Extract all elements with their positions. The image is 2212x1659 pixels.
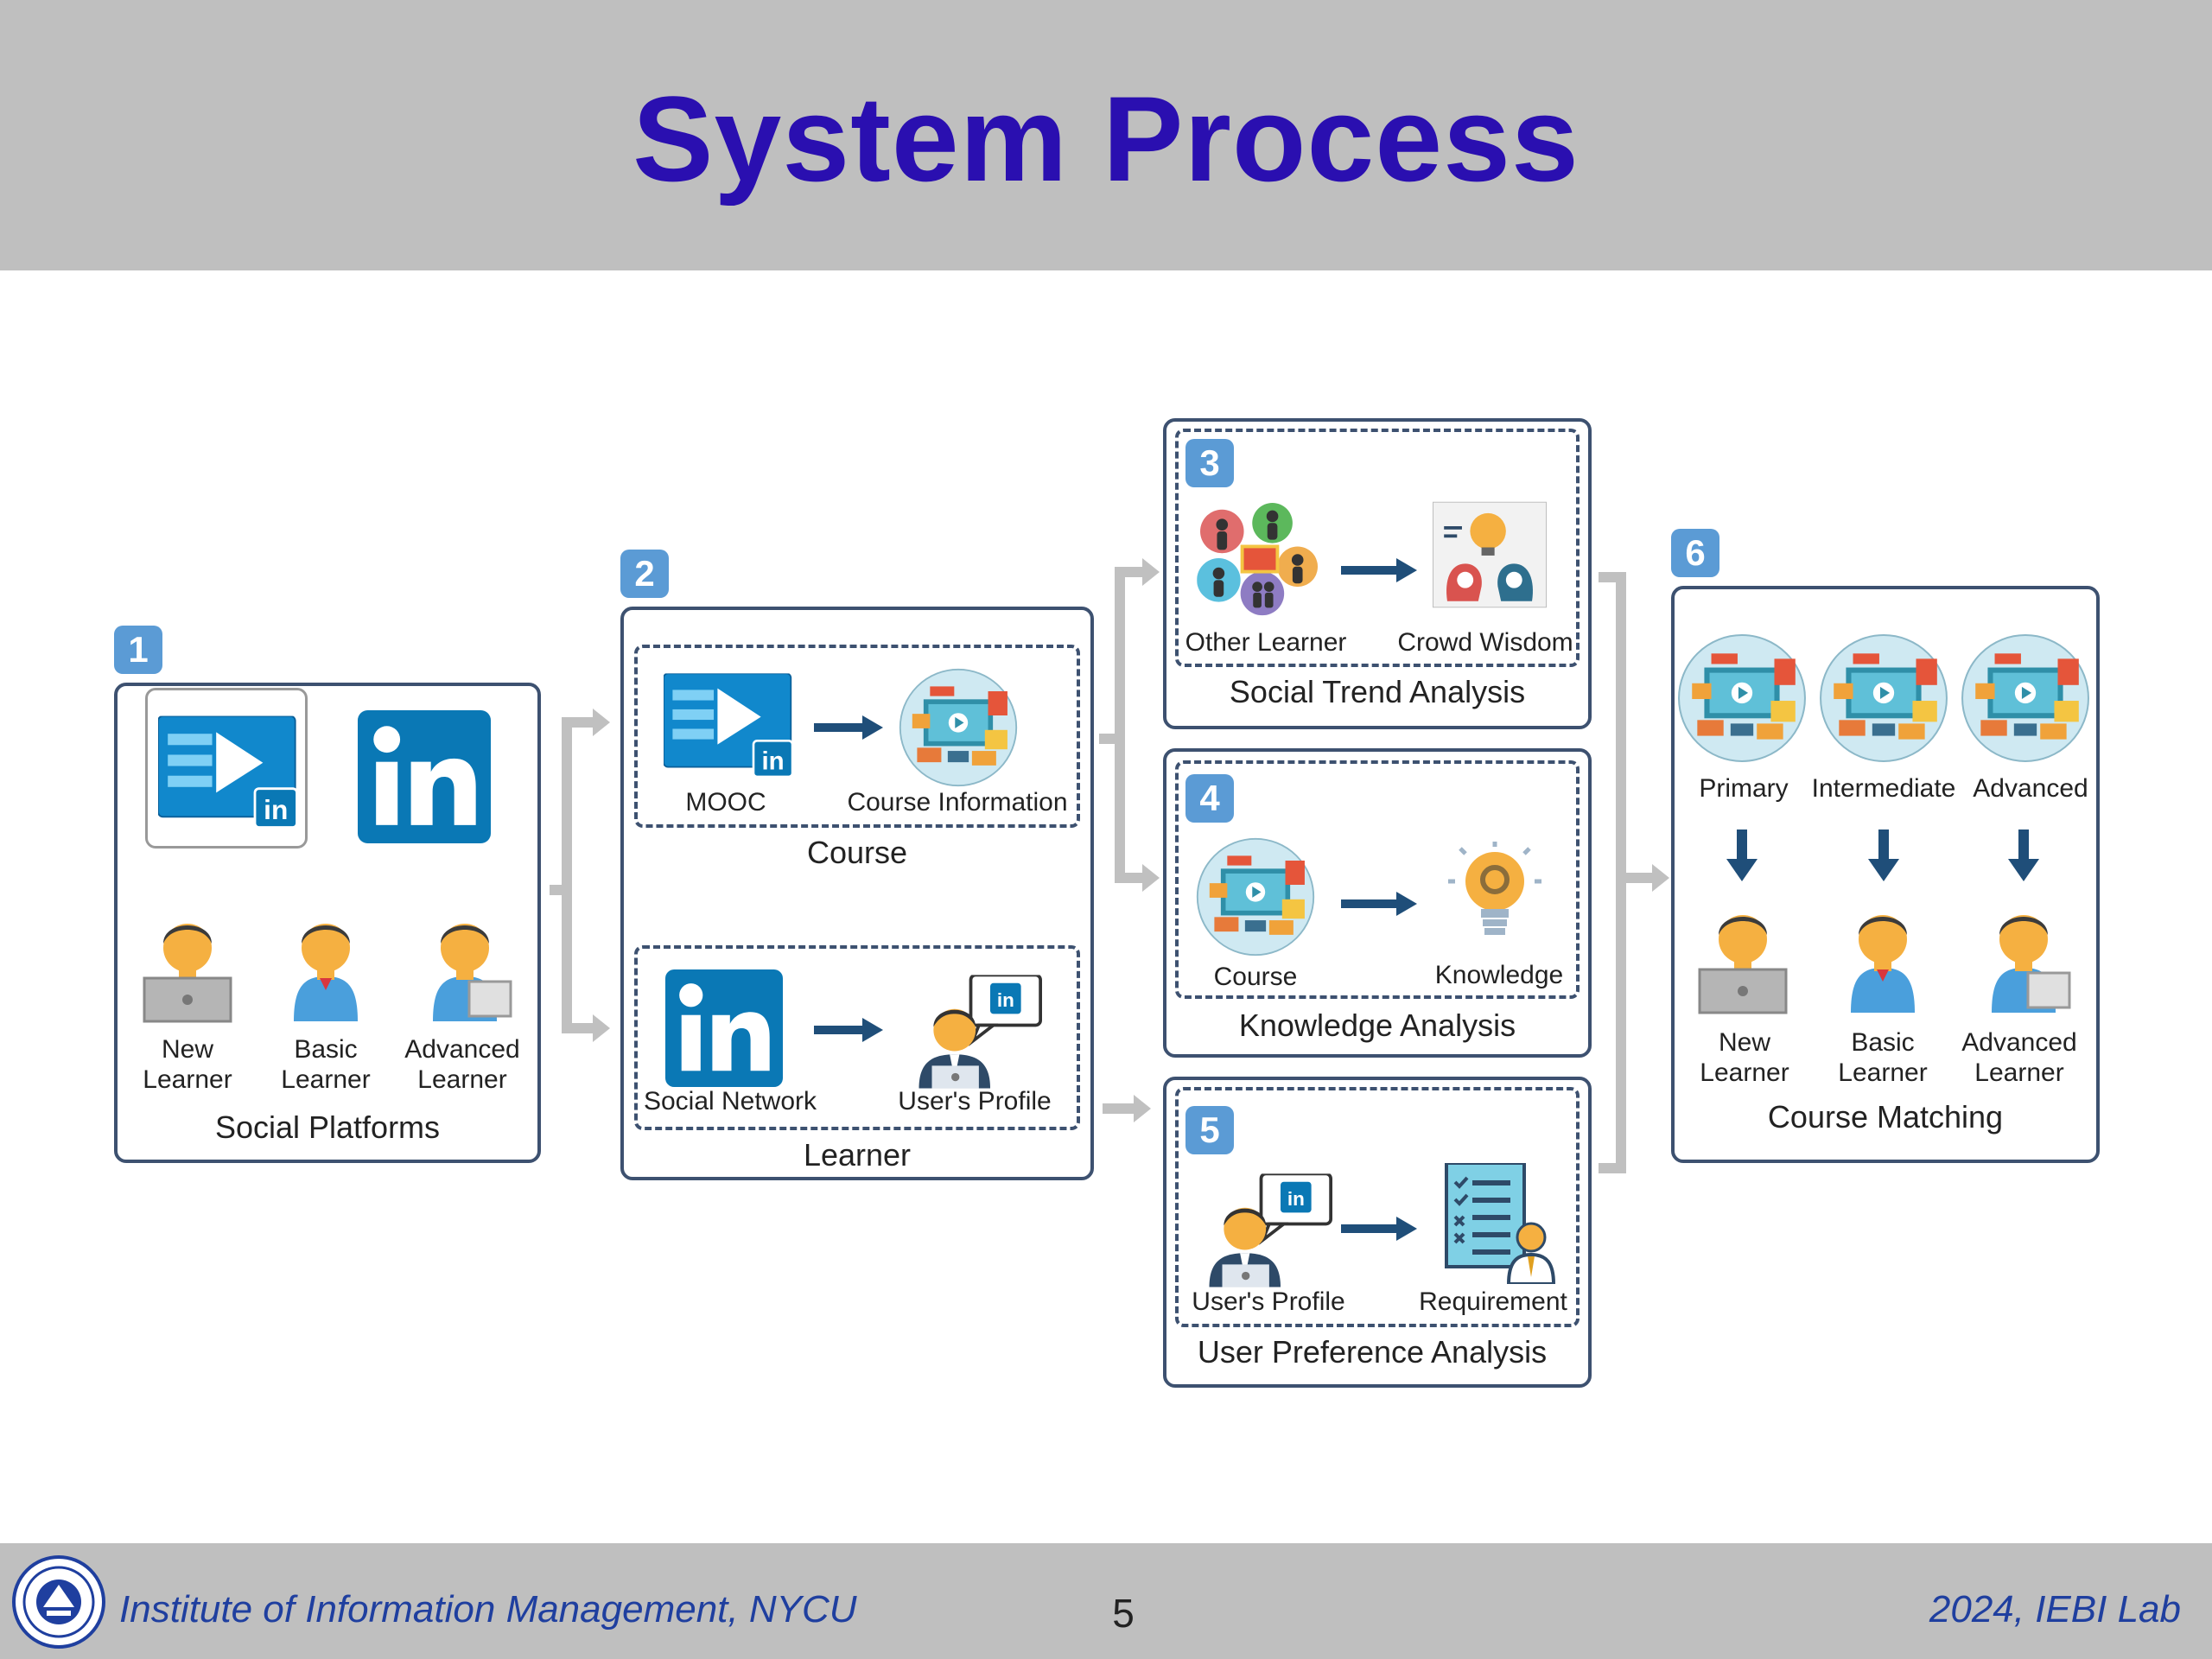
requirement-label: Requirement (1419, 1287, 1567, 1316)
other-learner-label: Other Learner (1185, 628, 1347, 657)
learner-avatar-icon (413, 900, 512, 1021)
course-dashed-box (634, 645, 1080, 828)
course-video-icon (1960, 632, 2091, 764)
course-matching-caption: Course Matching (1767, 1099, 2004, 1135)
user-preference-caption: User Preference Analysis (1197, 1334, 1548, 1370)
university-seal-icon (12, 1555, 105, 1649)
crowd-icon (1196, 501, 1324, 619)
footer-lab: 2024, IEBI Lab (1929, 1588, 2181, 1630)
users-profile-label: User's Profile (1192, 1287, 1345, 1316)
linkedin-icon (356, 710, 493, 843)
right-arrow-icon (1341, 1217, 1417, 1241)
learner-avatar-icon (1972, 892, 2071, 1013)
footer-institute: Institute of Information Management, NYC… (119, 1588, 857, 1630)
users-profile-label: User's Profile (898, 1087, 1052, 1116)
step-badge-4: 4 (1185, 774, 1234, 823)
step-badge-5: 5 (1185, 1106, 1234, 1154)
social-trend-dashed-box (1175, 429, 1580, 667)
knowledge-bulb-icon (1443, 838, 1547, 950)
slide-title: System Process (632, 71, 1580, 207)
course-caption: Course (806, 835, 908, 870)
knowledge-analysis-caption: Knowledge Analysis (1238, 1007, 1516, 1043)
user-profile-icon (912, 975, 1042, 1089)
title-bar (0, 0, 2212, 270)
level-label-primary: Primary (1699, 774, 1789, 803)
step-badge-3: 3 (1185, 439, 1234, 487)
connector-lines (550, 558, 1669, 1173)
course-video-icon (1676, 632, 1808, 764)
user-profile-icon (1203, 1173, 1332, 1287)
right-arrow-icon (814, 715, 883, 740)
footer-bar (0, 1543, 2212, 1659)
right-arrow-icon (1341, 892, 1417, 916)
course-label: Course (1213, 963, 1298, 991)
step-badge-2: 2 (620, 550, 669, 598)
learner-dashed-box (634, 945, 1080, 1130)
requirement-checklist-icon (1443, 1163, 1555, 1284)
crowd-wisdom-label: Crowd Wisdom (1397, 628, 1573, 657)
learner-avatar-icon (278, 900, 373, 1021)
down-arrow-icon (1726, 830, 1758, 881)
course-video-icon (1192, 836, 1319, 957)
level-label-intermediate: Intermediate (1811, 774, 1956, 803)
learner-avatar-icon (1835, 892, 1930, 1013)
crowd-wisdom-icon (1433, 499, 1547, 610)
social-network-label: Social Network (643, 1087, 817, 1116)
learner-avatar-icon (143, 900, 232, 1023)
right-arrow-icon (814, 1018, 883, 1042)
linkedin-icon (664, 969, 785, 1087)
step-badge-1: 1 (114, 626, 162, 674)
step-badge-6: 6 (1671, 529, 1719, 577)
user-preference-dashed-box (1175, 1087, 1580, 1327)
down-arrow-icon (2008, 830, 2039, 881)
down-arrow-icon (1868, 830, 1899, 881)
course-video-icon (1818, 632, 1949, 764)
learner-caption: Learner (803, 1137, 912, 1173)
right-arrow-icon (1341, 558, 1417, 582)
learner-avatar-icon (1698, 892, 1788, 1014)
social-trend-caption: Social Trend Analysis (1229, 674, 1526, 709)
page-number: 5 (1112, 1591, 1135, 1636)
social-platforms-caption: Social Platforms (214, 1109, 441, 1145)
knowledge-label: Knowledge (1434, 961, 1564, 989)
course-video-icon (895, 667, 1021, 788)
knowledge-dashed-box (1175, 760, 1580, 999)
linkedin-learning-icon (664, 671, 798, 781)
course-information-label: Course Information (847, 788, 1068, 817)
mooc-label: MOOC (685, 788, 766, 817)
level-label-advanced: Advanced (1973, 774, 2088, 803)
linkedin-learning-icon (158, 715, 303, 830)
